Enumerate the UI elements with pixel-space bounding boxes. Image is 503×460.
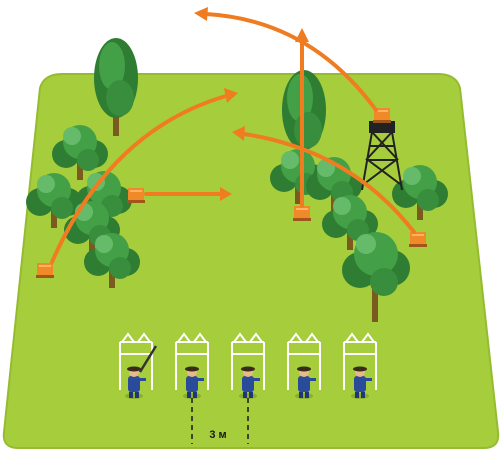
flight-arrow-icon <box>242 132 416 234</box>
distance-label: 3 м <box>209 429 227 441</box>
trap-house-icon <box>293 206 311 221</box>
flight-arrow-head <box>232 126 245 141</box>
flight-arrow-head <box>224 88 238 103</box>
trap-house-icon <box>36 263 54 278</box>
shooting-station <box>119 333 158 399</box>
trap-house-icon <box>127 188 145 203</box>
flight-arrow-head <box>220 187 232 201</box>
tree-icon <box>342 232 410 322</box>
flight-arrow-head <box>194 7 208 21</box>
high-tower-icon <box>361 121 403 191</box>
flight-arrow-icon <box>204 12 378 112</box>
flight-arrow-icon <box>50 94 228 264</box>
trap-house-icon <box>409 232 427 247</box>
